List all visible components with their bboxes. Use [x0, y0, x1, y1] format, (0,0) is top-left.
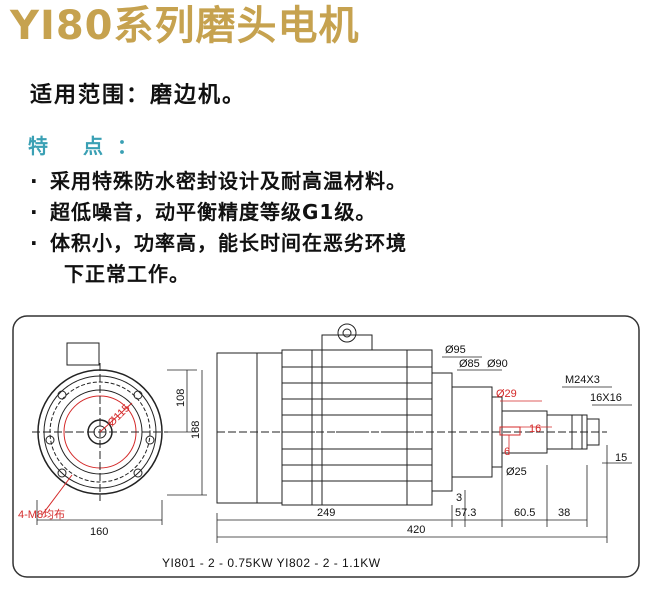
dim-249: 249 — [317, 507, 335, 519]
dim-57-3: 57.3 — [455, 507, 476, 519]
model-list: YI801 - 2 - 0.75KW YI802 - 2 - 1.1KW — [162, 556, 381, 570]
dim-key-16: 16 — [529, 423, 541, 435]
features-list: · 采用特殊防水密封设计及耐高温材料。 · 超低噪音，动平衡精度等级G1级。 · 体积… — [30, 166, 407, 290]
key-dimension-lines — [500, 400, 552, 455]
features-heading: 特 点： — [28, 134, 151, 158]
feature-item: · 超低噪音，动平衡精度等级G1级。 — [30, 197, 407, 228]
dim-d95: Ø95 — [445, 344, 466, 356]
bullet-dot: · — [30, 169, 39, 193]
front-view — [32, 342, 168, 516]
dim-108: 108 — [175, 389, 187, 407]
dim-188: 188 — [190, 421, 202, 439]
drawing-frame — [12, 315, 640, 578]
dim-38: 38 — [558, 507, 570, 519]
side-dimension-lines — [216, 356, 632, 543]
feature-text: 体积小，功率高，能长时间在恶劣环境 — [50, 231, 407, 255]
front-dimension-lines — [36, 369, 207, 525]
bullet-dot: · — [30, 200, 39, 224]
feature-item: · 采用特殊防水密封设计及耐高温材料。 — [30, 166, 407, 197]
dim-160: 160 — [90, 526, 108, 538]
feature-text: 采用特殊防水密封设计及耐高温材料。 — [50, 169, 407, 193]
dim-key-6: 6 — [504, 446, 510, 458]
application-scope: 适用范围：磨边机。 — [30, 83, 247, 108]
dim-60-5: 60.5 — [514, 507, 535, 519]
dim-16x16: 16X16 — [590, 392, 622, 404]
side-view — [216, 323, 607, 506]
page-title: YI80系列磨头电机 — [10, 3, 360, 49]
dim-420: 420 — [407, 524, 425, 536]
bullet-dot: · — [30, 231, 39, 255]
dim-d85: Ø85 — [459, 358, 480, 370]
feature-item-continuation: 下正常工作。 — [64, 262, 190, 286]
motor-technical-drawing: Ø115 4-M8均布 108 188 160 — [12, 315, 640, 578]
feature-text: 超低噪音，动平衡精度等级G1级。 — [50, 200, 377, 224]
dim-d90: Ø90 — [487, 358, 508, 370]
dim-mount-holes: 4-M8均布 — [18, 508, 65, 521]
dim-m24: M24X3 — [565, 374, 600, 386]
dim-15: 15 — [615, 452, 627, 464]
feature-item: · 体积小，功率高，能长时间在恶劣环境 — [30, 228, 407, 259]
dim-3: 3 — [456, 492, 462, 504]
dim-d25: Ø25 — [506, 466, 527, 478]
dim-d29: Ø29 — [496, 388, 517, 400]
